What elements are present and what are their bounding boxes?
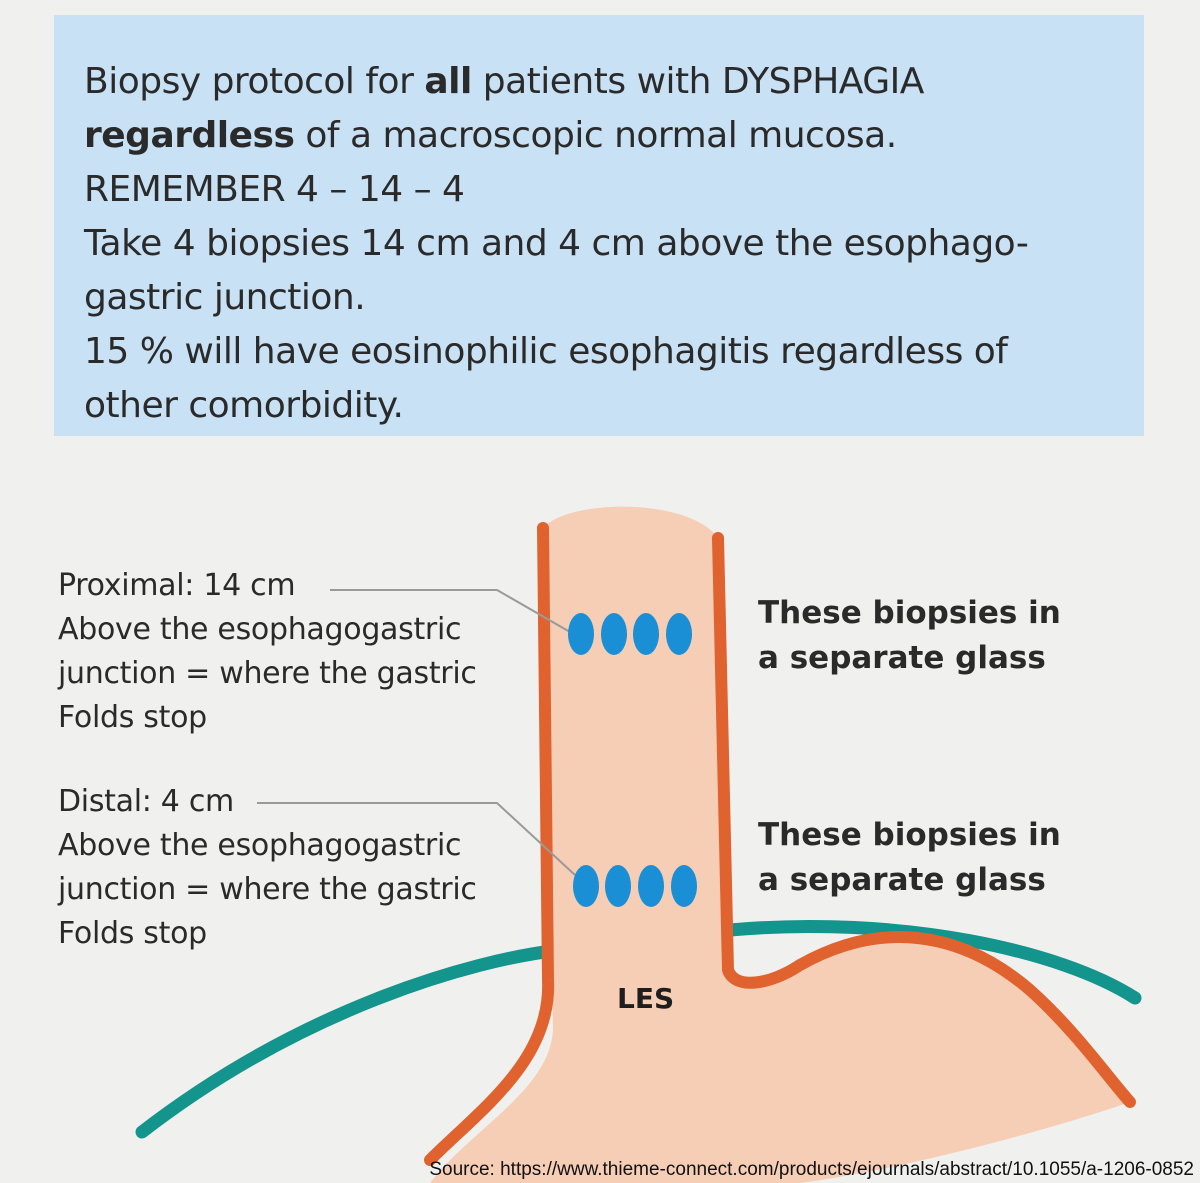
distal-biopsy-dot (605, 865, 631, 907)
proximal-line-2: Above the esophagogastric (58, 612, 462, 647)
info-line-1: Biopsy protocol for all patients with DY… (84, 61, 924, 102)
info-line-4: Take 4 biopsies 14 cm and 4 cm above the… (84, 223, 1029, 264)
distal-biopsy-dot (638, 865, 664, 907)
les-label: LES (617, 982, 675, 1015)
info-line-5: gastric junction. (84, 277, 366, 318)
distal-label: Distal: 4 cm Above the esophagogastric j… (58, 780, 477, 956)
info-line-7: other comorbidity. (84, 385, 404, 426)
proximal-line-3: junction = where the gastric (58, 656, 477, 691)
esophagus-body (430, 506, 1130, 1183)
glass-note-lower-line-2: a separate glass (758, 862, 1046, 898)
distal-leader-line (257, 802, 576, 876)
protocol-info-box: Biopsy protocol for all patients with DY… (54, 15, 1144, 436)
esophagus-right-wall (712, 532, 1136, 1108)
distal-line-3: junction = where the gastric (58, 872, 477, 907)
source-citation: Source: https://www.thieme-connect.com/p… (429, 1159, 1194, 1180)
proximal-line-4: Folds stop (58, 700, 207, 735)
info-line-2: regardless of a macroscopic normal mucos… (84, 115, 897, 156)
proximal-biopsy-dot (633, 613, 659, 655)
distal-line-2: Above the esophagogastric (58, 828, 462, 863)
proximal-leader-line (330, 589, 571, 633)
info-line-6: 15 % will have eosinophilic esophagitis … (84, 331, 1008, 372)
proximal-biopsy-dot (568, 613, 594, 655)
esophagus-left-wall (424, 522, 555, 1166)
proximal-label: Proximal: 14 cm Above the esophagogastri… (58, 564, 477, 740)
distal-biopsy-dot (671, 865, 697, 907)
distal-title: Distal: 4 cm (58, 784, 234, 819)
distal-line-4: Folds stop (58, 916, 207, 951)
proximal-title: Proximal: 14 cm (58, 568, 296, 603)
proximal-biopsy-dot (601, 613, 627, 655)
glass-note-upper-line-2: a separate glass (758, 640, 1046, 676)
glass-note-lower: These biopsies in a separate glass (758, 813, 1061, 903)
glass-note-lower-line-1: These biopsies in (758, 817, 1061, 853)
distal-biopsy-dot (573, 865, 599, 907)
glass-note-upper: These biopsies in a separate glass (758, 591, 1061, 681)
info-line-3: REMEMBER 4 – 14 – 4 (84, 169, 465, 210)
glass-note-upper-line-1: These biopsies in (758, 595, 1061, 631)
proximal-biopsy-dot (666, 613, 692, 655)
